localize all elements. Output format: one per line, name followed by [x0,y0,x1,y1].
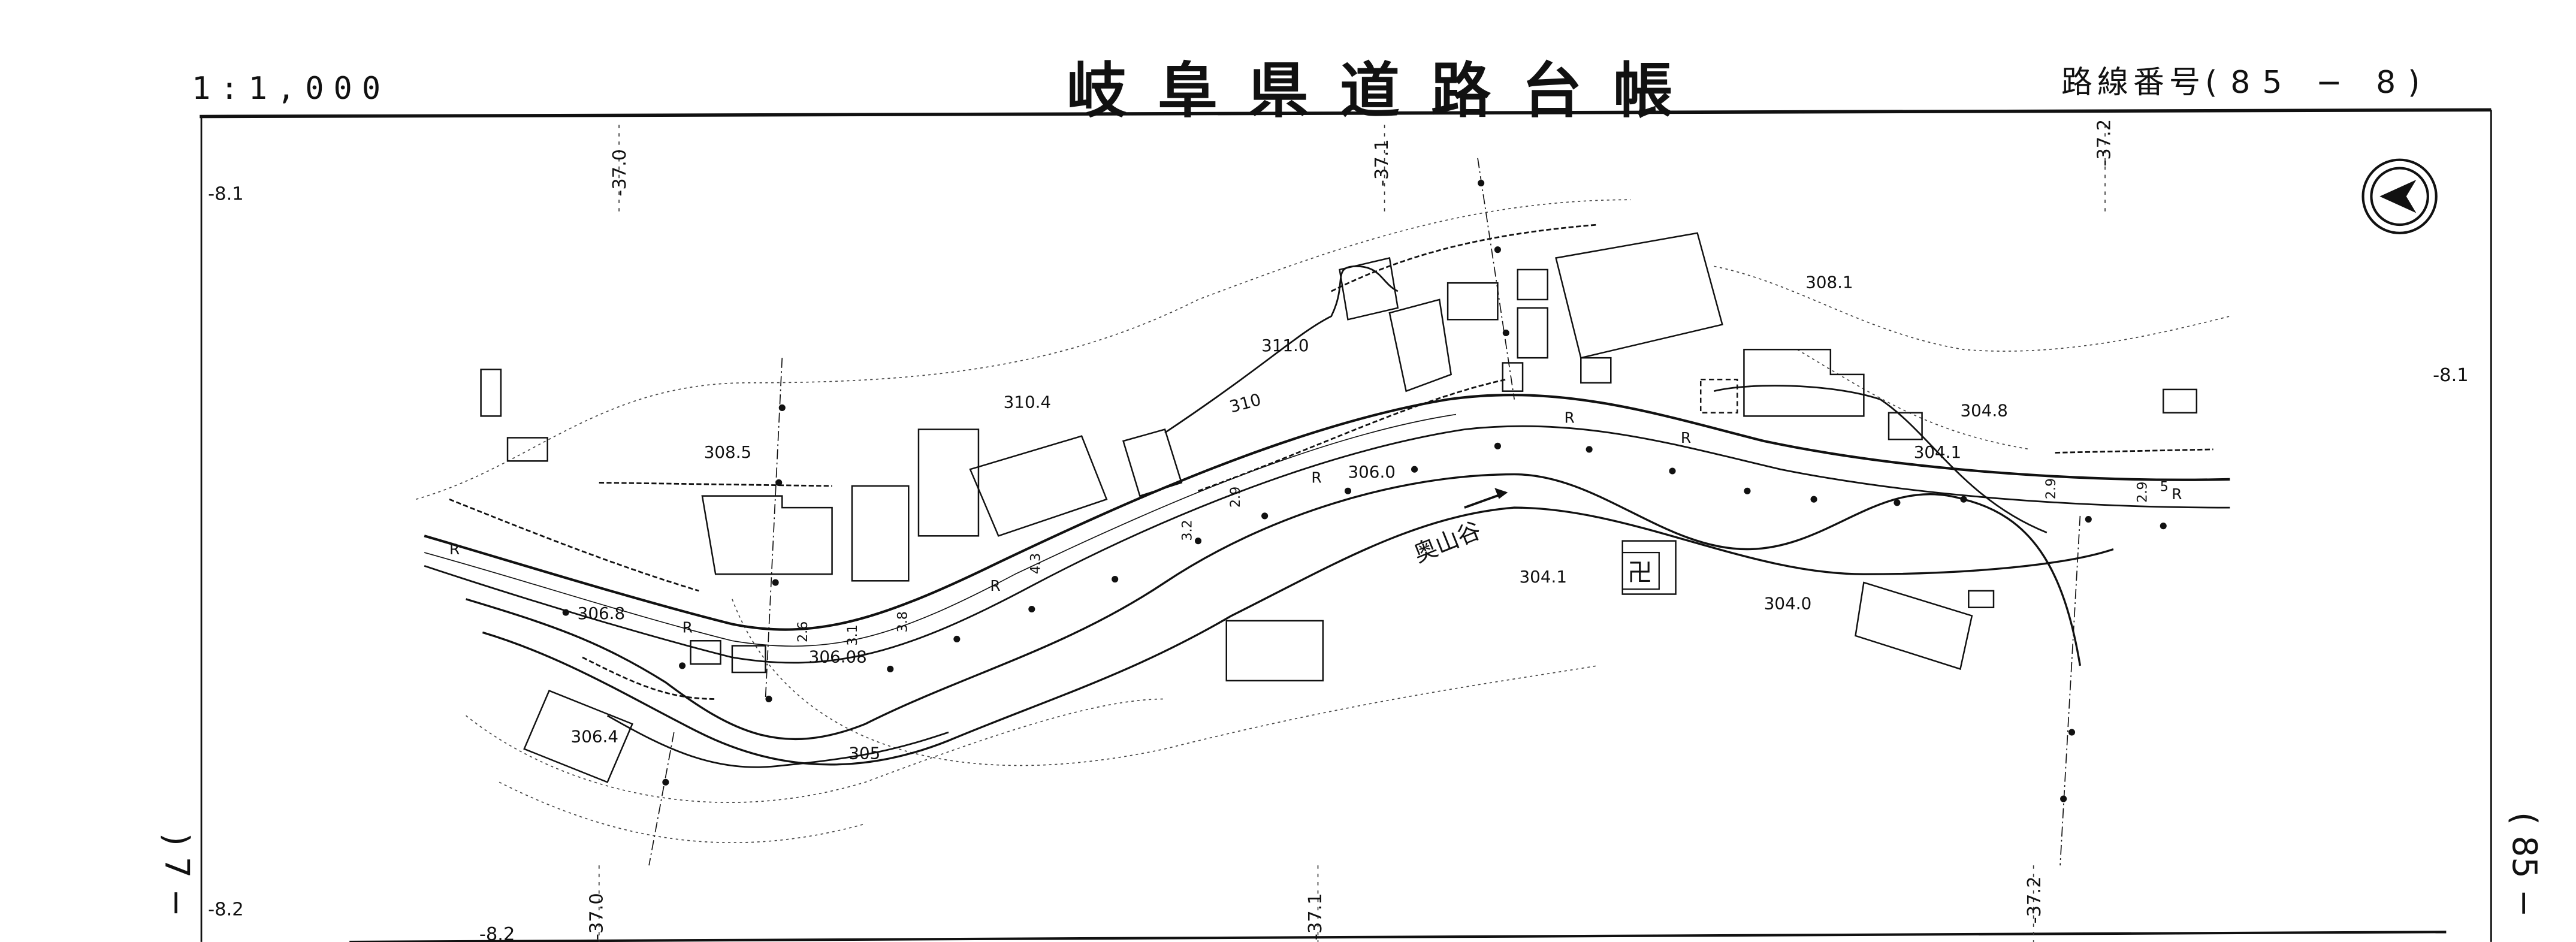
elevation-label: 306.08 [809,647,867,666]
contour-lines [416,199,2230,844]
route-number: 路線番号(85 − 8) [2061,57,2424,102]
elevation-label: 308.1 [1805,273,1853,292]
elevation-label: 311.0 [1261,336,1309,355]
elevation-label: 305 [848,743,880,763]
index-contours [606,265,2047,768]
grid-label-bottom-37-2: -37.2 [2024,876,2045,923]
grid-label-top-37-2: -37.2 [2094,119,2115,167]
elevation-label: 304.0 [1764,594,1812,614]
grid-label-top-37-1: -37.1 [1372,139,1393,186]
retaining-walls [449,224,2213,700]
elevation-label: 308.5 [704,442,752,462]
measurement-lines [648,158,2081,866]
elevation-label: 304.1 [1914,442,1962,462]
width-label: 4.3 [1028,553,1044,574]
elevation-label: 306.0 [1348,462,1396,482]
map-frame [200,108,2492,942]
survey-points [562,180,2167,802]
route-number-value: 85 − 8 [2230,65,2408,101]
elevation-label: 304.1 [1520,567,1568,587]
grid-label-bottom-37-1: -37.1 [1305,893,1326,940]
elevation-label: 310.4 [1004,392,1052,412]
width-label: 2.9 [1228,487,1243,508]
route-number-label: 路線番号( [2061,65,2222,101]
elevation-label: 306.8 [578,603,626,623]
road-mark: R [1565,409,1575,426]
temple-symbol: 卍 [1621,551,1660,590]
temple-icon: 卍 [1627,557,1653,587]
river-name-label: 奥山谷 [1410,517,1485,568]
road-mark: R [2172,485,2182,503]
elevation-label: 310 [1227,390,1263,417]
river [466,473,2114,766]
width-label: 3.2 [1179,520,1195,541]
road-mark: R [1681,429,1691,446]
width-label: 3.8 [895,611,911,632]
grid-label-right-8-1: -8.1 [2433,365,2469,386]
road-mark: R [990,577,1000,594]
map-scale: 1:1,000 [192,71,391,107]
road-mark: R [1311,469,1321,486]
grid-label-bottom-left-8-2: -8.2 [479,924,515,942]
grid-label-left-8-1: -8.1 [208,183,244,204]
prefectural-road [424,394,2230,664]
width-label: 2.9 [2043,478,2059,499]
width-label: 5 [2160,479,2169,494]
width-label: 3.1 [845,624,860,645]
road-mark: R [682,618,693,636]
road-mark: R [449,541,460,558]
grid-label-bottom-37-0: -37.0 [586,893,607,940]
elevation-label: 304.8 [1960,400,2008,420]
width-label: 2.6 [795,621,811,642]
left-margin-sheet-ref: ) 7 − [157,833,196,917]
route-number-close: ) [2408,65,2425,101]
grid-label-left-8-2: -8.2 [208,899,244,920]
north-arrow-icon [2361,158,2438,234]
right-margin-sheet-ref: ( 85 − [2505,812,2544,917]
width-label: 2.9 [2135,481,2151,502]
grid-label-top-37-0: -37.0 [609,149,630,197]
buildings [480,232,2198,783]
elevation-label: 306.4 [571,727,618,747]
grid-lines [598,125,2106,942]
